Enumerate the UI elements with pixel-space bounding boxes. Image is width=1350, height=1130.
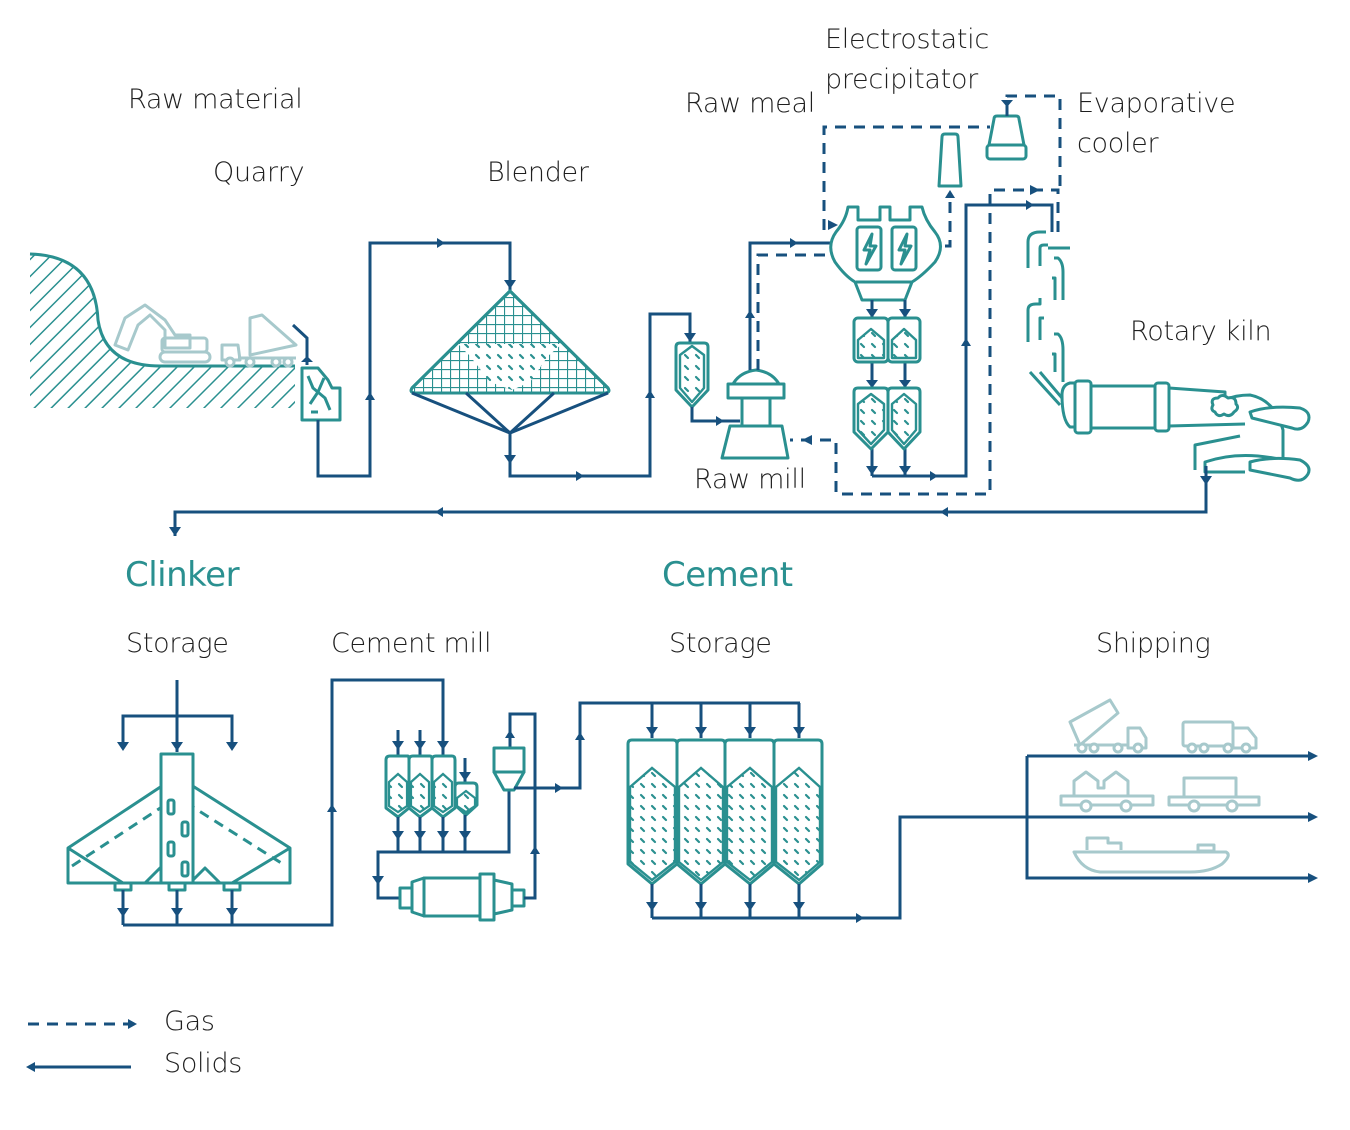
electrostatic-precipitator-icon	[829, 205, 942, 302]
legend-solids-arrow-icon	[26, 1062, 35, 1072]
clinker-dome-storage-icon	[66, 752, 292, 892]
shipping-dump-truck-icon	[1068, 698, 1148, 754]
shipping-truck-icon	[1181, 720, 1258, 754]
flow-raw-mill-to-esp	[748, 241, 838, 370]
esp-label-line2: precipitator	[825, 64, 978, 95]
rotary-kiln-label: Rotary kiln	[1130, 316, 1272, 347]
cement-storage-discharge-flows	[646, 884, 805, 918]
ship-icon	[1072, 836, 1230, 874]
excavator-icon	[113, 303, 212, 364]
rail-wagon-icon	[1059, 770, 1155, 813]
stack-icon	[937, 132, 963, 188]
evaporative-cooler-label-line2: cooler	[1077, 128, 1159, 159]
flow-clinker-in	[121, 680, 234, 752]
cement-silos-icon	[626, 738, 824, 886]
quarry-label: Quarry	[213, 157, 305, 188]
raw-mill-label: Raw mill	[694, 464, 806, 495]
ball-mill-icon	[398, 872, 526, 922]
legend	[26, 1019, 137, 1072]
legend-gas-arrow-icon	[128, 1019, 137, 1029]
cement-mill-label: Cement mill	[331, 628, 492, 659]
blender-pyramid-icon	[409, 289, 611, 436]
raw-meal-silos-icon	[852, 316, 922, 451]
gas-esp-loop	[822, 125, 990, 230]
rotary-kiln-icon	[1060, 379, 1311, 482]
clinker-storage-label: Storage	[126, 628, 229, 659]
clinker-heading: Clinker	[125, 555, 240, 595]
dump-truck-icon	[220, 313, 298, 368]
rail-container-wagon-icon	[1167, 776, 1261, 813]
esp-label-line1: Electrostatic	[825, 24, 989, 55]
raw-meal-silo-icon	[674, 341, 710, 409]
flow-separator-to-cement-storage	[514, 701, 800, 790]
gas-esp-to-stack	[945, 195, 952, 248]
flow-clinker-to-cement-mill	[121, 678, 445, 927]
raw-meal-label: Raw meal	[685, 88, 815, 119]
cement-heading: Cement	[662, 555, 793, 595]
esp-discharge-flows	[866, 300, 911, 476]
silo-discharge-flows	[372, 790, 511, 900]
raw-mill-icon	[720, 368, 790, 460]
cement-storage-label: Storage	[669, 628, 772, 659]
flow-cement-to-shipping	[652, 815, 1310, 920]
blender-label: Blender	[487, 157, 589, 188]
raw-material-label: Raw material	[128, 84, 303, 115]
flow-crusher-to-blender	[316, 241, 512, 478]
evaporative-cooler-label-line1: Evaporative	[1077, 88, 1236, 119]
cyclone-preheater-icon	[1026, 230, 1070, 407]
additive-silos-icon	[384, 754, 479, 819]
gas-raw-mill-to-esp	[756, 253, 836, 370]
flow-kiln-to-clinker-storage	[173, 466, 1208, 536]
legend-solids-label: Solids	[164, 1048, 243, 1079]
flow-ball-mill-to-separator	[508, 712, 537, 900]
shipping-distribution-lines	[1025, 754, 1310, 880]
evaporative-cooler-icon	[985, 114, 1028, 161]
legend-gas-label: Gas	[164, 1006, 215, 1037]
shipping-label: Shipping	[1096, 628, 1211, 659]
cement-storage-feed-flows	[646, 703, 805, 738]
crusher-icon	[300, 366, 342, 422]
quarry-hill	[29, 252, 295, 408]
cement-mill-feed-flows	[392, 680, 471, 783]
cyclone-separator-icon	[492, 746, 526, 792]
shipping-arrows	[1308, 751, 1318, 883]
